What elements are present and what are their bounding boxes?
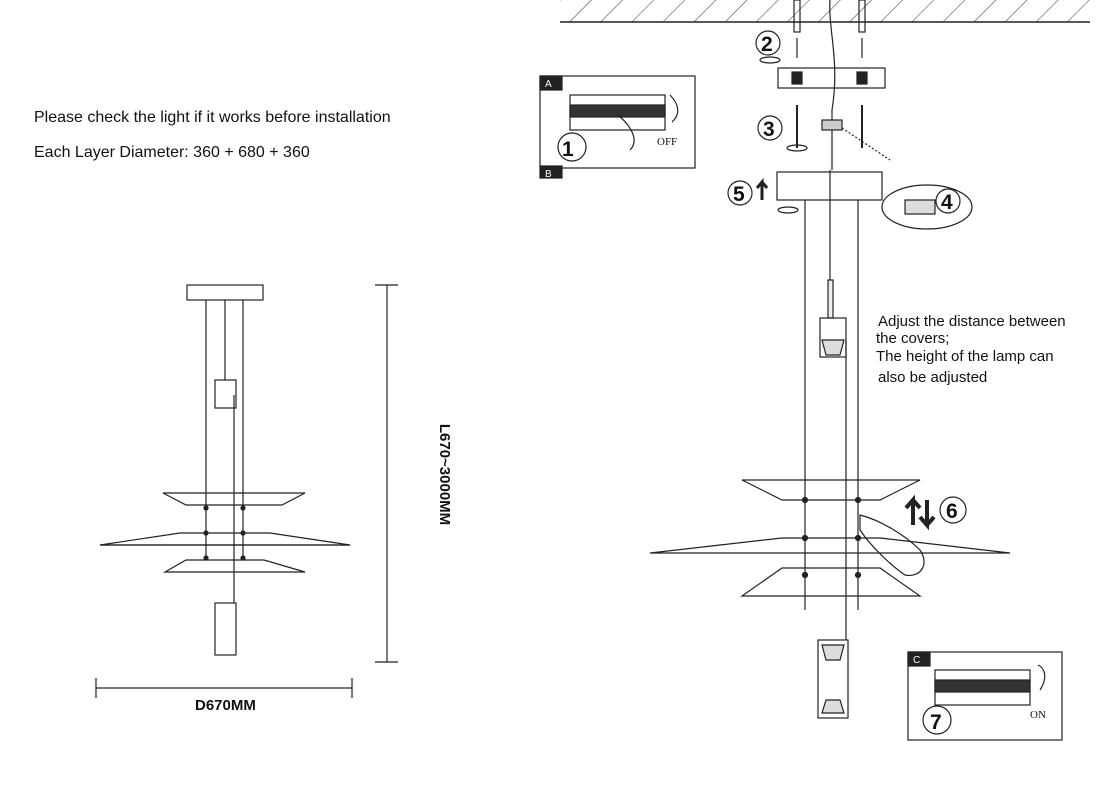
layer-diameter-note: Each Layer Diameter: 360 + 680 + 360 bbox=[34, 144, 310, 161]
on-label: ON bbox=[1030, 709, 1046, 721]
step-2-number: 2 bbox=[761, 33, 773, 56]
step-4-number: 4 bbox=[941, 191, 953, 214]
breaker-on-panel bbox=[907, 651, 1063, 741]
lamp-dimension-drawing bbox=[95, 284, 398, 698]
adjust-note-line2: the covers; bbox=[876, 330, 950, 347]
upper-pendant bbox=[214, 379, 237, 409]
hand-sketch bbox=[859, 514, 925, 577]
step-7-number: 7 bbox=[930, 711, 942, 734]
panel-b-label: B bbox=[545, 169, 552, 180]
connector-callout bbox=[881, 184, 973, 230]
step-6-number: 6 bbox=[946, 500, 958, 523]
step-5-number: 5 bbox=[733, 183, 745, 206]
diameter-dimension-label: D670MM bbox=[195, 697, 256, 714]
mounting-plate bbox=[777, 67, 886, 89]
adjust-note-line4: also be adjusted bbox=[878, 369, 988, 386]
breaker-off-panel bbox=[539, 75, 696, 179]
panel-c-label: C bbox=[913, 655, 920, 666]
adjust-note-line3: The height of the lamp can bbox=[876, 348, 1054, 365]
step-3-number: 3 bbox=[763, 118, 775, 141]
step-1-number: 1 bbox=[562, 138, 574, 161]
upper-pendant-right bbox=[819, 317, 847, 358]
canopy bbox=[186, 284, 264, 301]
adjust-note-line1: Adjust the distance between bbox=[878, 313, 1066, 330]
lower-pendant-right bbox=[817, 639, 849, 719]
check-light-note: Please check the light if it works befor… bbox=[34, 109, 391, 126]
panel-a-label: A bbox=[545, 79, 552, 90]
lower-pendant bbox=[214, 602, 237, 656]
length-dimension-label: L670~3000MM bbox=[436, 423, 454, 526]
ceiling-hatch bbox=[560, 0, 1090, 22]
off-label: OFF bbox=[657, 136, 677, 148]
